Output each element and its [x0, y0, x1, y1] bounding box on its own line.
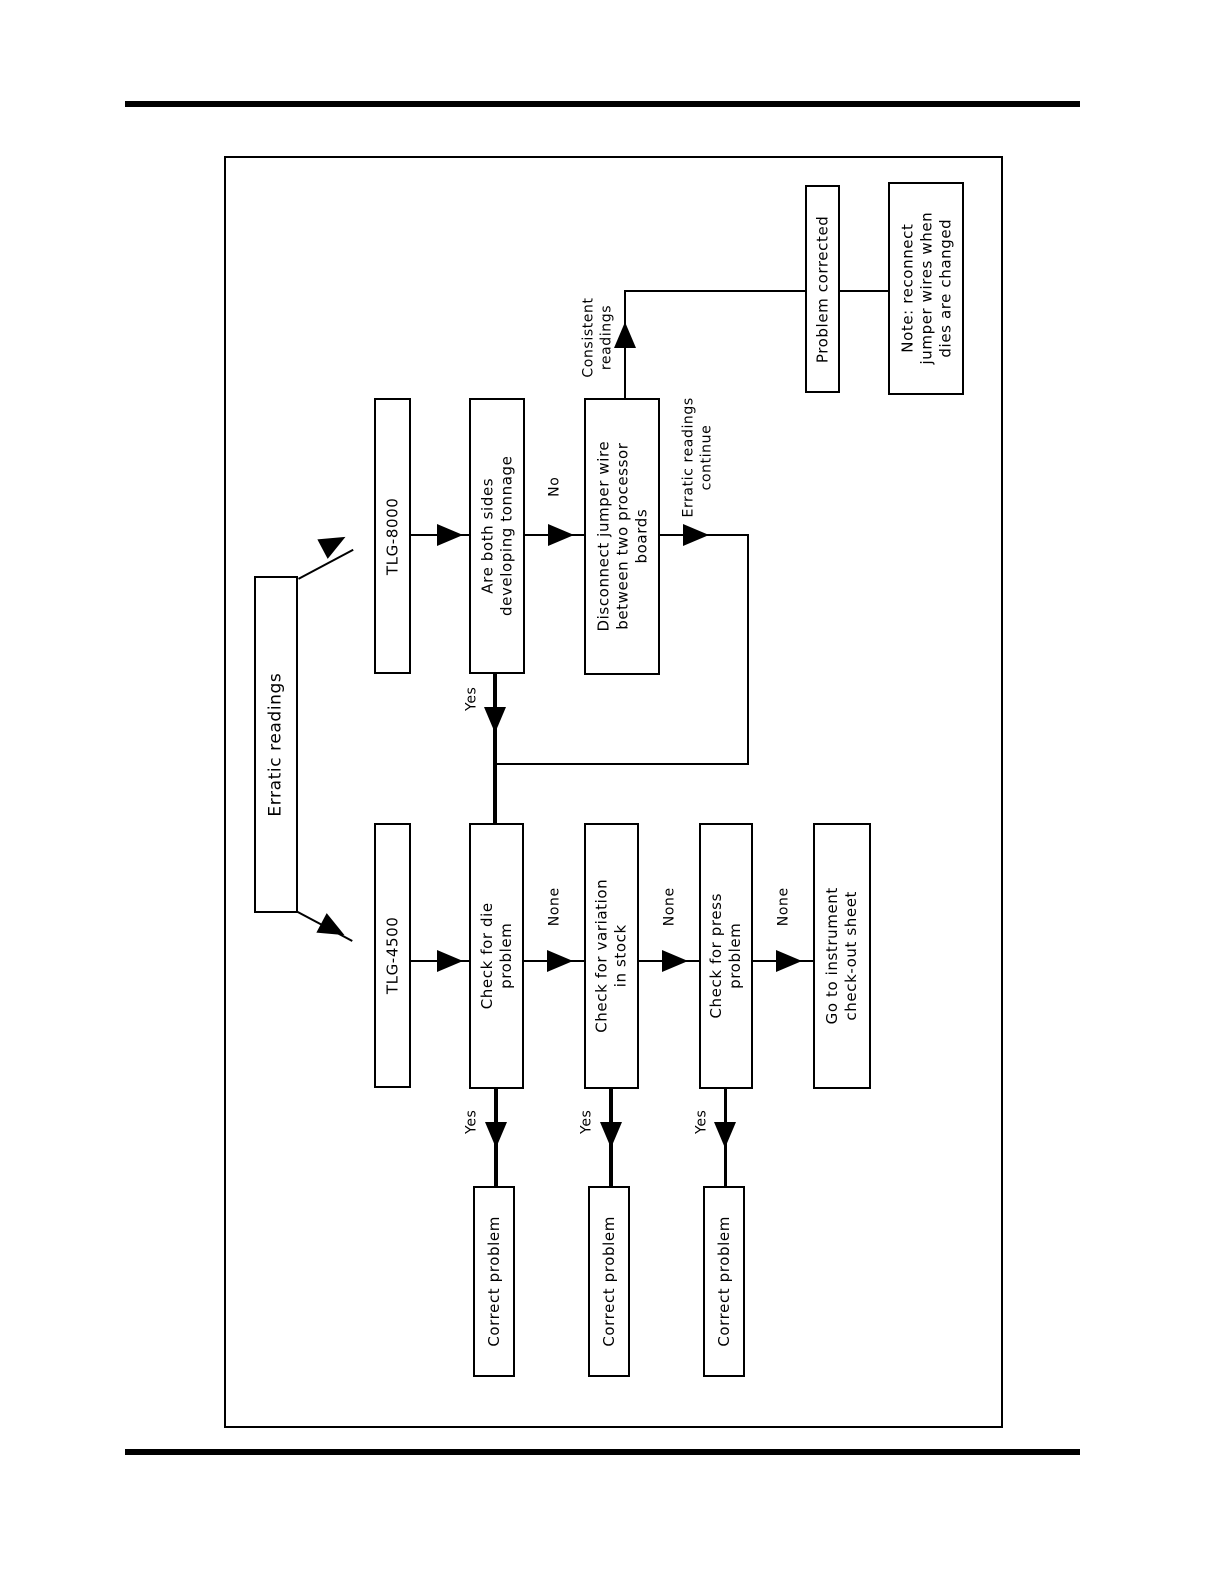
- edge-label-none-2: None: [661, 887, 678, 927]
- edge-label-none-1: None: [546, 887, 563, 927]
- header-rule: [125, 101, 1080, 107]
- edge-label-yes-3: Yes: [693, 1109, 710, 1134]
- figure-frame: [224, 156, 1003, 1428]
- edge-erratic-continue-down: [747, 534, 749, 765]
- footer-rule: [125, 1449, 1080, 1455]
- arrowhead-checkdie-to-checkvariation: [547, 950, 573, 972]
- node-tlg-8000-label: TLG-8000: [383, 497, 402, 575]
- node-correct-problem-2-label: Correct problem: [599, 1216, 618, 1347]
- arrowhead-yes-3: [714, 1122, 736, 1148]
- edge-label-yes-1: Yes: [463, 1109, 480, 1134]
- arrowhead-yes-2: [600, 1122, 622, 1148]
- node-correct-problem-3-label: Correct problem: [714, 1216, 733, 1347]
- arrowhead-tlg4500-to-checkdie: [437, 950, 463, 972]
- arrowhead-consistent-readings: [614, 322, 636, 348]
- node-correct-problem-1[interactable]: Correct problem: [473, 1186, 515, 1377]
- node-start[interactable]: Erratic readings: [254, 576, 298, 913]
- node-correct-problem-1-label: Correct problem: [484, 1216, 503, 1347]
- edge-label-no: No: [546, 476, 563, 497]
- node-problem-corrected-label: Problem corrected: [813, 215, 832, 363]
- edge-erratic-continue-back: [494, 763, 749, 765]
- edge-label-yes-2: Yes: [578, 1109, 595, 1134]
- arrowhead-yes-tonnage: [484, 707, 506, 733]
- arrowhead-checkpress-to-checkout: [776, 950, 802, 972]
- node-correct-problem-3[interactable]: Correct problem: [703, 1186, 745, 1377]
- node-correct-problem-2[interactable]: Correct problem: [588, 1186, 630, 1377]
- arrowhead-bothsides-to-disconnect: [548, 524, 574, 546]
- edge-yes-tonnage: [493, 674, 497, 824]
- node-start-label: Erratic readings: [265, 672, 286, 817]
- arrowhead-erratic-continue: [683, 524, 709, 546]
- arrowhead-yes-1: [485, 1122, 507, 1148]
- arrowhead-tlg8000-to-bothsides: [437, 524, 463, 546]
- edge-label-yes-tonnage: Yes: [463, 686, 480, 711]
- node-tlg-4500-label: TLG-4500: [383, 916, 402, 995]
- edge-consistent-horizontal: [624, 290, 806, 292]
- node-tlg-4500[interactable]: TLG-4500: [374, 823, 411, 1088]
- edge-label-none-3: None: [775, 887, 792, 927]
- edge-problemcorrected-to-note: [840, 290, 890, 292]
- node-problem-corrected[interactable]: Problem corrected: [805, 185, 840, 393]
- arrowhead-checkvariation-to-checkpress: [662, 950, 688, 972]
- node-tlg-8000[interactable]: TLG-8000: [374, 398, 411, 674]
